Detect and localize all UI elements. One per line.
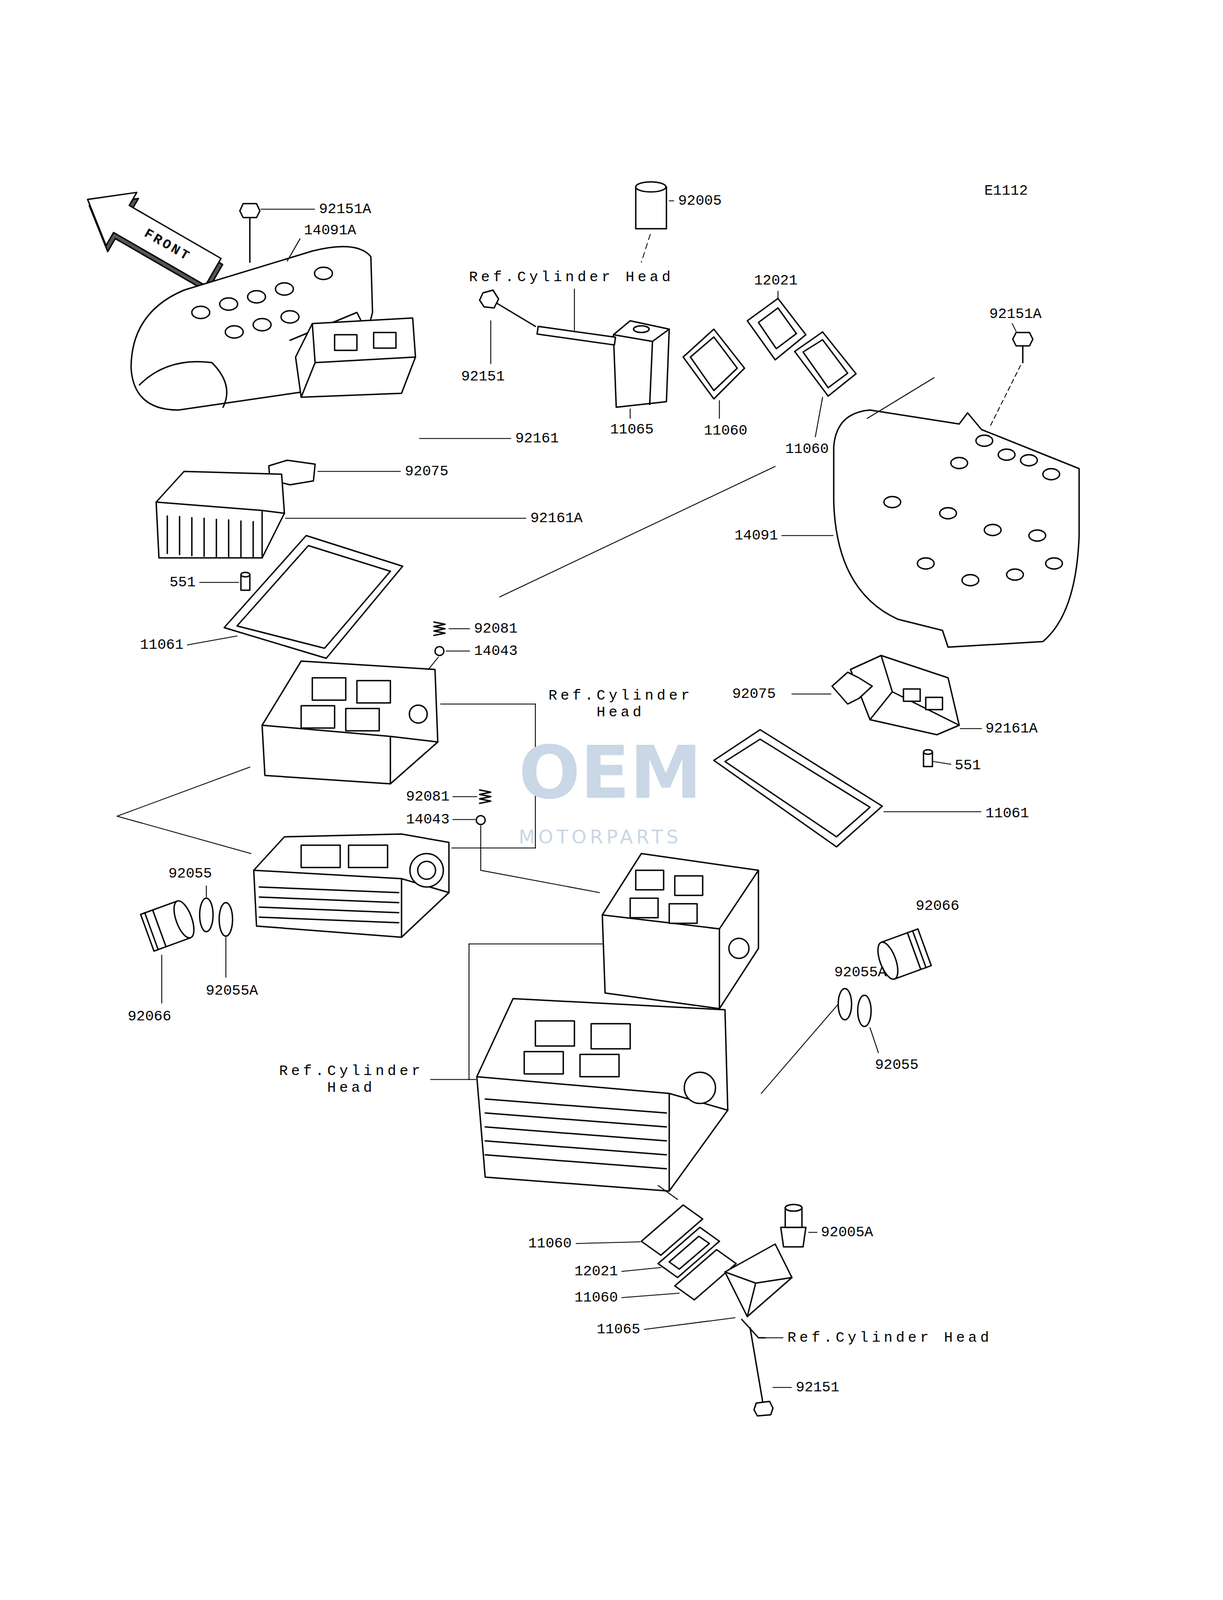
- cylinder-head: [262, 660, 438, 784]
- callout-number: 92066: [915, 897, 960, 915]
- callout-number: 11061: [139, 636, 184, 654]
- reference-note: Ref.Cylinder Head: [469, 268, 674, 286]
- finned-cover: [850, 655, 960, 735]
- callout-number: 92151: [795, 1378, 840, 1396]
- callout-number: 92081: [474, 620, 518, 637]
- cylinder-head: [253, 833, 449, 937]
- callout-number: 551: [169, 573, 196, 591]
- pipe-part: [635, 181, 667, 263]
- callout-number: 11060: [574, 1288, 618, 1306]
- callout-number: 92075: [732, 685, 776, 703]
- reference-note: Ref.Cylinder Head: [787, 1328, 993, 1346]
- callout-number: 92055: [875, 1056, 919, 1073]
- reference-note: Ref.Cylinder Head: [276, 1062, 427, 1096]
- callout-number: 92151: [461, 368, 505, 385]
- callout-number: 14043: [474, 642, 518, 660]
- callout-number: 92075: [404, 462, 449, 480]
- o-ring: [857, 994, 872, 1027]
- callout-number: 92161A: [530, 509, 583, 527]
- callout-number: 12021: [574, 1262, 618, 1280]
- reference-note: Ref.Cylinder Head: [545, 687, 696, 721]
- cylinder-head: [602, 853, 759, 1009]
- bolt: [239, 203, 260, 263]
- finned-cover: [156, 471, 285, 558]
- gasket: [224, 535, 403, 659]
- plug-part: [140, 897, 198, 951]
- leader-lines: [117, 200, 1021, 1387]
- gasket: [713, 729, 933, 847]
- callout-number: 92081: [405, 788, 450, 805]
- watermark: OEM: [518, 736, 703, 809]
- valve-cover: [613, 320, 670, 408]
- callout-number: 92161: [515, 429, 559, 447]
- callout-number: 11060: [528, 1234, 572, 1252]
- callout-number: 11065: [596, 1320, 641, 1338]
- callout-number: 11061: [985, 804, 1029, 822]
- o-ring: [219, 902, 233, 936]
- callout-number: 11060: [785, 440, 829, 458]
- direction-label: FRONT: [141, 225, 195, 266]
- callout-number: 92161A: [985, 719, 1038, 737]
- cover-part: [295, 317, 416, 398]
- o-ring: [199, 897, 214, 932]
- callout-number: 551: [954, 756, 981, 774]
- callout-number: 92055A: [834, 963, 887, 981]
- callout-number: E1112: [984, 182, 1028, 200]
- callout-number: 14091A: [303, 221, 357, 239]
- callout-number: 92005: [678, 192, 722, 210]
- cylinder-head: [476, 998, 728, 1191]
- engine-cover-right: [833, 409, 1080, 647]
- bolt: [1012, 332, 1033, 363]
- callout-number: 92151A: [989, 305, 1042, 323]
- callout-number: 14091: [734, 527, 778, 544]
- valve-cover: [724, 1243, 792, 1338]
- callout-number: 92151A: [318, 200, 372, 218]
- callout-number: 92005A: [820, 1223, 874, 1241]
- watermark: MOTORPARTS: [518, 825, 682, 848]
- gasket: [794, 331, 857, 396]
- callout-number: 11060: [703, 422, 748, 439]
- reed-valve: [658, 1226, 720, 1278]
- o-ring: [838, 988, 852, 1020]
- callout-number: 92055A: [205, 982, 259, 999]
- gasket: [683, 329, 745, 399]
- gasket: [803, 339, 848, 388]
- callout-number: 92066: [127, 1007, 172, 1025]
- pipe-part: [780, 1204, 806, 1247]
- bolt: [479, 289, 616, 345]
- bolt: [750, 1327, 773, 1416]
- callout-number: 92055: [168, 864, 212, 882]
- damper-part: [832, 672, 873, 704]
- callout-number: 12021: [753, 272, 798, 289]
- callout-number: 11065: [610, 421, 654, 438]
- gasket: [690, 336, 738, 391]
- spring: [423, 621, 446, 675]
- spring: [476, 789, 491, 825]
- callout-number: 14043: [405, 810, 450, 828]
